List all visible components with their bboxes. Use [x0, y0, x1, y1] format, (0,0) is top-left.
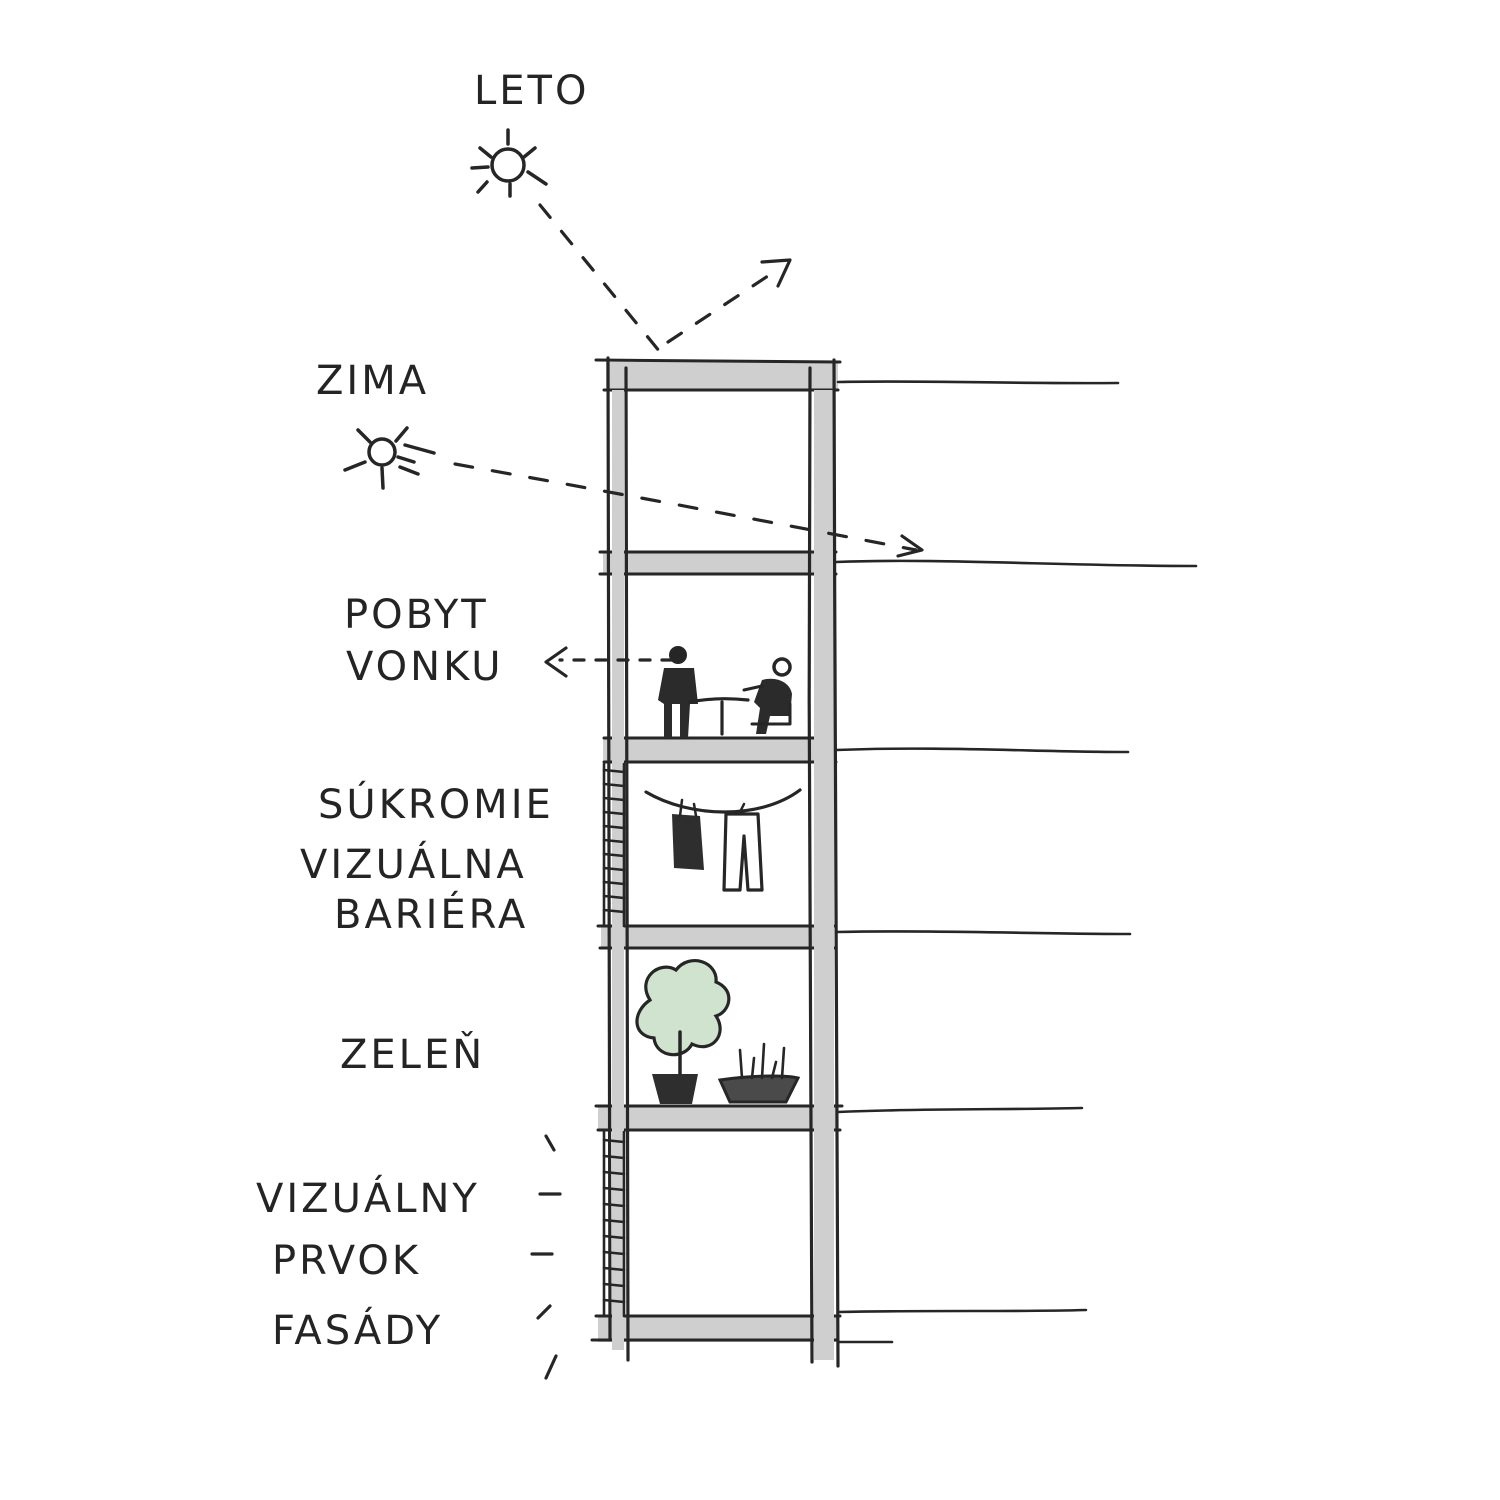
label-privacy-line2: VIZUÁLNA: [300, 840, 527, 888]
label-summer: LETO: [474, 68, 589, 114]
summer-ray-in: [538, 203, 662, 354]
greenery-scene: [635, 959, 801, 1104]
left-column-outer: [606, 356, 612, 1342]
slab-2: [603, 552, 835, 574]
label-winter: ZIMA: [316, 358, 429, 404]
laundry-icon: [644, 788, 802, 892]
table-icon: [688, 697, 750, 736]
right-column-fill: [814, 390, 834, 1360]
slab-5: [598, 1106, 838, 1130]
slab-outlines: [590, 358, 844, 1342]
tree-icon: [635, 959, 731, 1104]
right-column-inner: [807, 366, 814, 1364]
winter-ray-arrowhead: [896, 534, 924, 558]
label-facade-line1: VIZUÁLNY: [256, 1174, 480, 1222]
summer-ray-out: [666, 266, 782, 344]
floor-slabs: [598, 362, 838, 1342]
floor-lines: [834, 380, 1198, 1344]
roof-slab: [606, 362, 838, 390]
label-facade-line3: FASÁDY: [272, 1306, 443, 1354]
sun-summer-icon: [470, 128, 548, 198]
emphasis-marks: [530, 1134, 562, 1380]
label-outdoor-line1: POBYT: [344, 592, 489, 638]
outdoor-arrowhead: [544, 646, 568, 678]
summer-ray-arrowhead: [760, 258, 792, 288]
slab-4: [601, 926, 833, 948]
person-standing-icon: [658, 646, 698, 738]
person-sitting-icon: [742, 657, 792, 734]
louver-icon: [602, 762, 626, 1318]
columns: [606, 356, 840, 1368]
slab-3: [603, 738, 835, 762]
sun-winter-icon: [343, 426, 436, 490]
label-privacy-line1: SÚKROMIE: [318, 780, 554, 828]
label-privacy-line3: BARIÉRA: [334, 890, 528, 938]
people-scene: [658, 646, 792, 738]
label-outdoor-line2: VONKU: [346, 644, 504, 690]
right-column-outer: [832, 358, 840, 1368]
label-greenery: ZELEŇ: [340, 1030, 485, 1078]
left-column-inner: [624, 366, 630, 1362]
label-facade-line2: PRVOK: [272, 1238, 421, 1284]
sun-rays: [453, 203, 924, 678]
planter-icon: [717, 1042, 801, 1104]
slab-6: [598, 1316, 838, 1342]
winter-ray: [453, 462, 918, 552]
